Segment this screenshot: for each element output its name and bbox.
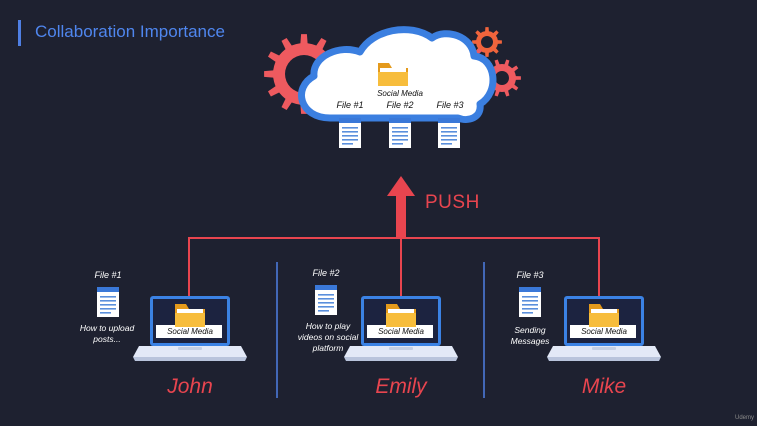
document-icon bbox=[438, 118, 460, 148]
document-icon bbox=[389, 118, 411, 148]
user-file-label: File #3 bbox=[516, 270, 544, 280]
laptop-folder-label: Social Media bbox=[378, 327, 424, 336]
title-accent-bar bbox=[18, 20, 21, 46]
cloud-file-label: File #2 bbox=[386, 100, 414, 110]
cloud-folder-label: Social Media bbox=[377, 89, 423, 98]
laptop-screen-label-bg bbox=[570, 325, 636, 338]
file-description: How to upload posts... bbox=[79, 323, 135, 344]
user-name: Mike bbox=[581, 375, 627, 398]
laptop-screen-label-bg bbox=[367, 325, 433, 338]
user-file-label: File #2 bbox=[312, 268, 340, 278]
laptop-screen-label-bg bbox=[156, 325, 222, 338]
push-label: PUSH bbox=[425, 192, 480, 213]
arrow-up-icon bbox=[387, 176, 415, 239]
cloud-file-label: File #1 bbox=[336, 100, 364, 110]
watermark: Udemy bbox=[735, 415, 755, 421]
document-icon bbox=[339, 118, 361, 148]
file-description: How to play videos on social platform bbox=[297, 321, 359, 353]
file-description: Sending Messages bbox=[510, 325, 550, 346]
cloud-file-label: File #3 bbox=[436, 100, 464, 110]
laptop-folder-label: Social Media bbox=[167, 327, 213, 336]
slide-title: Collaboration Importance bbox=[35, 22, 225, 41]
document-icon bbox=[97, 287, 119, 317]
connector-lines bbox=[188, 237, 600, 298]
user-name: John bbox=[167, 375, 213, 398]
document-icon bbox=[519, 287, 541, 317]
user-file-label: File #1 bbox=[94, 270, 122, 280]
document-icon bbox=[315, 285, 337, 315]
user-name: Emily bbox=[375, 375, 427, 398]
laptop-folder-label: Social Media bbox=[581, 327, 627, 336]
